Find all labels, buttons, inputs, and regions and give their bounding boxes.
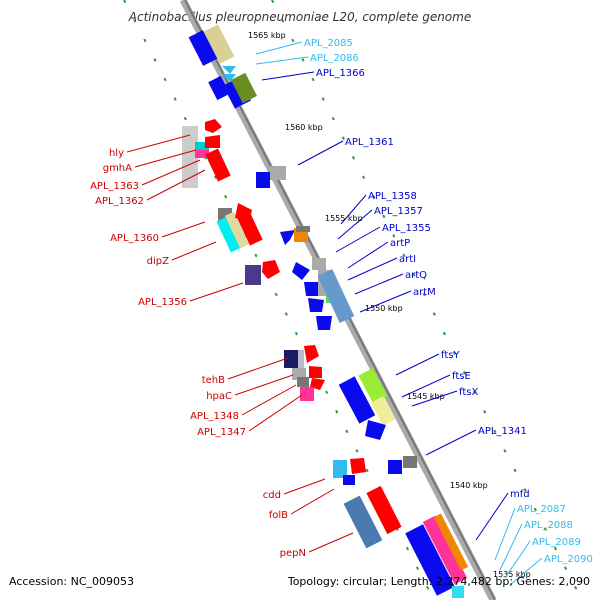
map-title: Actinobacillus pleuropneumoniae L20, com…: [128, 10, 472, 24]
gene-label-cdd: cdd: [263, 490, 281, 501]
gene-label-folb: folB: [269, 510, 288, 521]
kbp-tick-label: 1555 kbp: [325, 214, 363, 223]
gene-label-ftse: ftsE: [452, 371, 471, 382]
gene-label-tehb: tehB: [202, 375, 225, 386]
gene-label-apl_1358: APL_1358: [368, 191, 417, 202]
gene-label-apl_2088: APL_2088: [524, 520, 573, 531]
gene-label-dipz: dipZ: [147, 256, 169, 267]
gene-label-apl_1347: APL_1347: [197, 427, 246, 438]
label-leaders: [126, 41, 543, 586]
gene-label-apl_2087: APL_2087: [517, 504, 566, 515]
kbp-tick-label: 1550 kbp: [365, 304, 403, 313]
gene-label-apl_2085: APL_2085: [304, 38, 353, 49]
gene-label-apl_1361: APL_1361: [345, 137, 394, 148]
gene-label-gmha: gmhA: [103, 163, 132, 174]
gene-label-artq: artQ: [405, 270, 427, 281]
ring-dashes: [123, 0, 583, 600]
gene-label-apl_1362: APL_1362: [95, 196, 144, 207]
gene-label-apl_1366: APL_1366: [316, 68, 365, 79]
gene-label-arti: artI: [399, 254, 416, 265]
gene-label-apl_2086: APL_2086: [310, 53, 359, 64]
gene-label-apl_2089: APL_2089: [532, 537, 581, 548]
kbp-tick-label: 1560 kbp: [285, 123, 323, 132]
gene-label-artp: artP: [390, 238, 410, 249]
kbp-ticks: 1565 kbp 1560 kbp 1555 kbp 1550 kbp 1545 kbp…: [248, 31, 531, 579]
gene-label-apl_2090: APL_2090: [544, 554, 593, 565]
outer-ring-features: [222, 66, 469, 598]
gene-label-apl_1357: APL_1357: [374, 206, 423, 217]
gene-label-artm: artM: [413, 287, 436, 298]
gene-label-apl_1360: APL_1360: [110, 233, 159, 244]
kbp-tick-label: 1540 kbp: [450, 481, 488, 490]
gene-label-ftsy: ftsY: [441, 350, 460, 361]
gene-label-pepn: pepN: [280, 548, 306, 559]
kbp-tick-label: 1535 kbp: [493, 570, 531, 579]
accession-text: Accession: NC_009053: [9, 575, 135, 588]
gene-label-apl_1356: APL_1356: [138, 297, 187, 308]
kbp-tick-label: 1565 kbp: [248, 31, 286, 40]
kbp-tick-label: 1545 kbp: [407, 392, 445, 401]
gene-label-hly: hly: [109, 148, 124, 159]
gene-label-apl_1341: APL_1341: [478, 426, 527, 437]
gene-label-apl_1355: APL_1355: [382, 223, 431, 234]
gene-label-ftsx: ftsX: [459, 387, 478, 398]
gene-label-hpac: hpaC: [206, 391, 232, 402]
gene-label-apl_1363: APL_1363: [90, 181, 139, 192]
topology-text: Topology: circular; Length: 2,274,482 bp…: [287, 575, 590, 588]
gene-label-mfd: mfd: [510, 489, 530, 500]
inner-ring-features: [182, 24, 402, 549]
gene-label-apl_1348: APL_1348: [190, 411, 239, 422]
